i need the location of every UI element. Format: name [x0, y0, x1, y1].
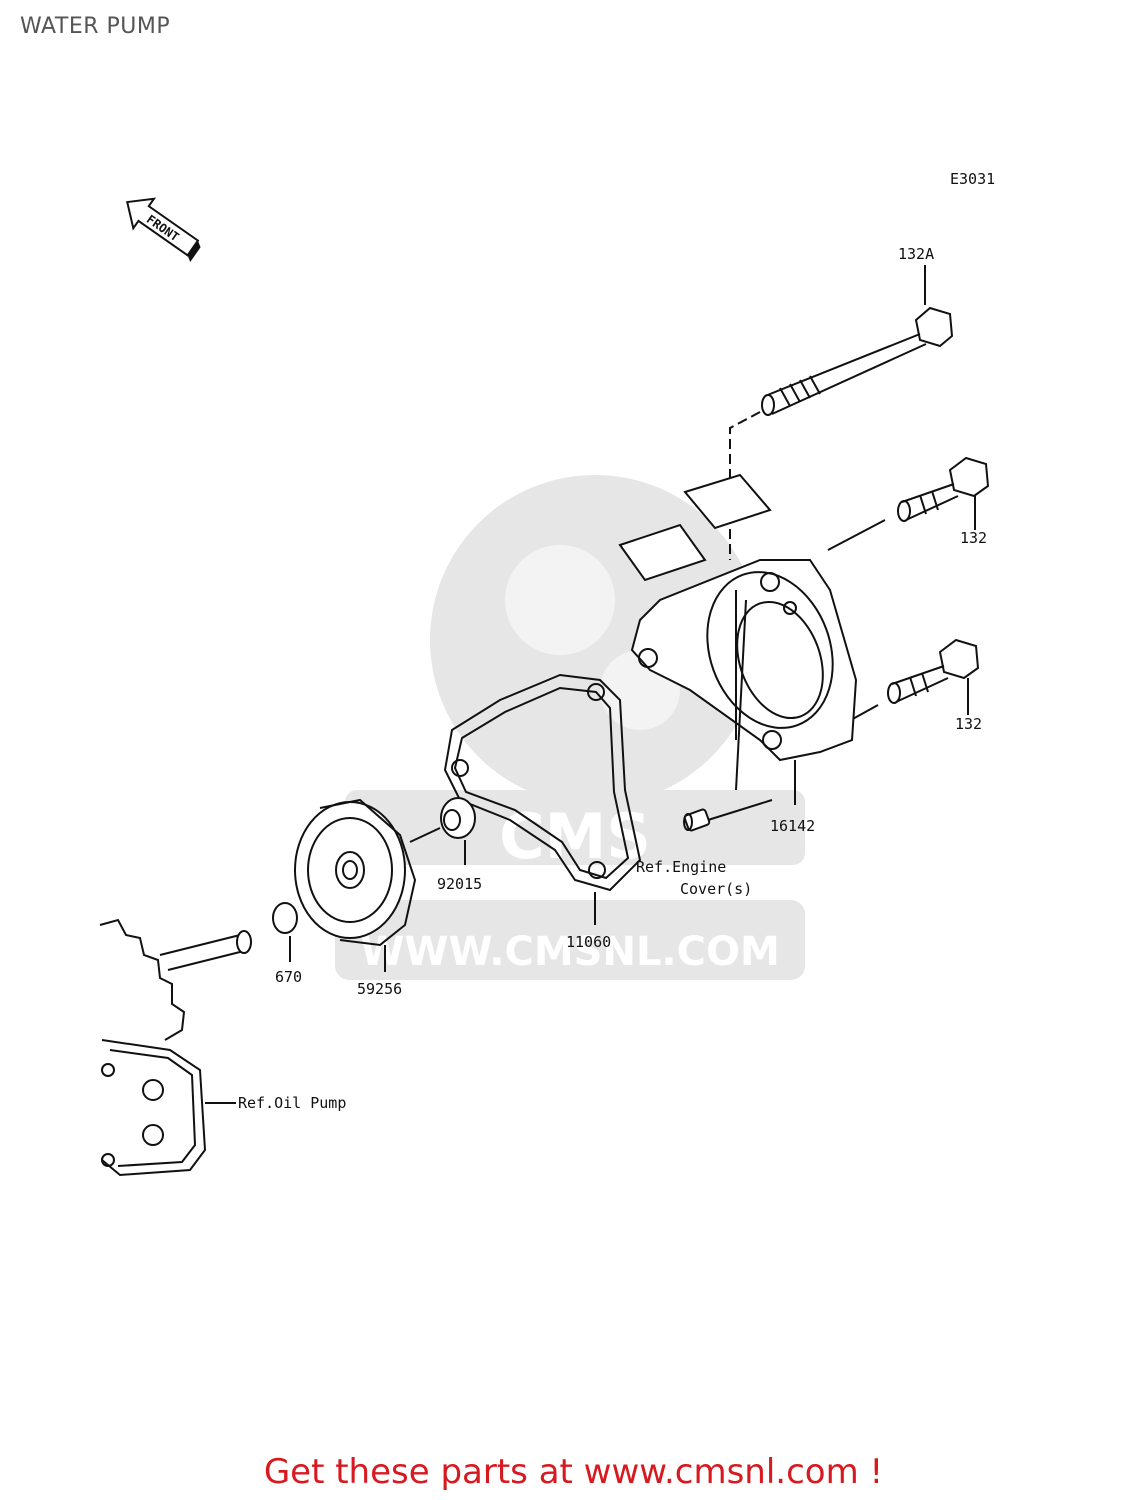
oil-pump-reference	[99, 918, 252, 1177]
gasket-11060	[443, 673, 642, 925]
label-132-lower: 132	[955, 715, 982, 733]
diagram-code: E3031	[950, 170, 995, 188]
bolt-132-upper	[827, 456, 990, 551]
long-bolt-132a	[729, 265, 954, 560]
label-670: 670	[275, 968, 302, 986]
pump-cover-16142	[618, 473, 858, 805]
watermark-url: WWW.CMSNL.COM	[360, 929, 780, 975]
watermark-logo: WWW.CMSNL.COM CMS	[335, 475, 805, 980]
page-title: WATER PUMP	[20, 14, 171, 39]
label-59256: 59256	[357, 980, 402, 998]
label-ref-oil-pump: Ref.Oil Pump	[238, 1094, 346, 1112]
cta-link[interactable]: Get these parts at www.cmsnl.com !	[263, 1452, 884, 1492]
label-132a: 132A	[898, 245, 934, 263]
label-92015: 92015	[437, 875, 482, 893]
front-arrow-icon: FRONT	[126, 197, 201, 263]
label-16142: 16142	[770, 817, 815, 835]
dowel-pin	[683, 799, 773, 832]
impeller-59256	[294, 798, 417, 972]
label-ref-cover: Cover(s)	[680, 880, 752, 898]
label-132-upper: 132	[960, 529, 987, 547]
washer-92015	[409, 797, 476, 865]
label-11060: 11060	[566, 933, 611, 951]
label-ref-engine: Ref.Engine	[636, 858, 726, 876]
exploded-parts-diagram: WWW.CMSNL.COM CMS E3031 FRONT	[99, 170, 995, 1177]
o-ring-670	[272, 902, 298, 962]
